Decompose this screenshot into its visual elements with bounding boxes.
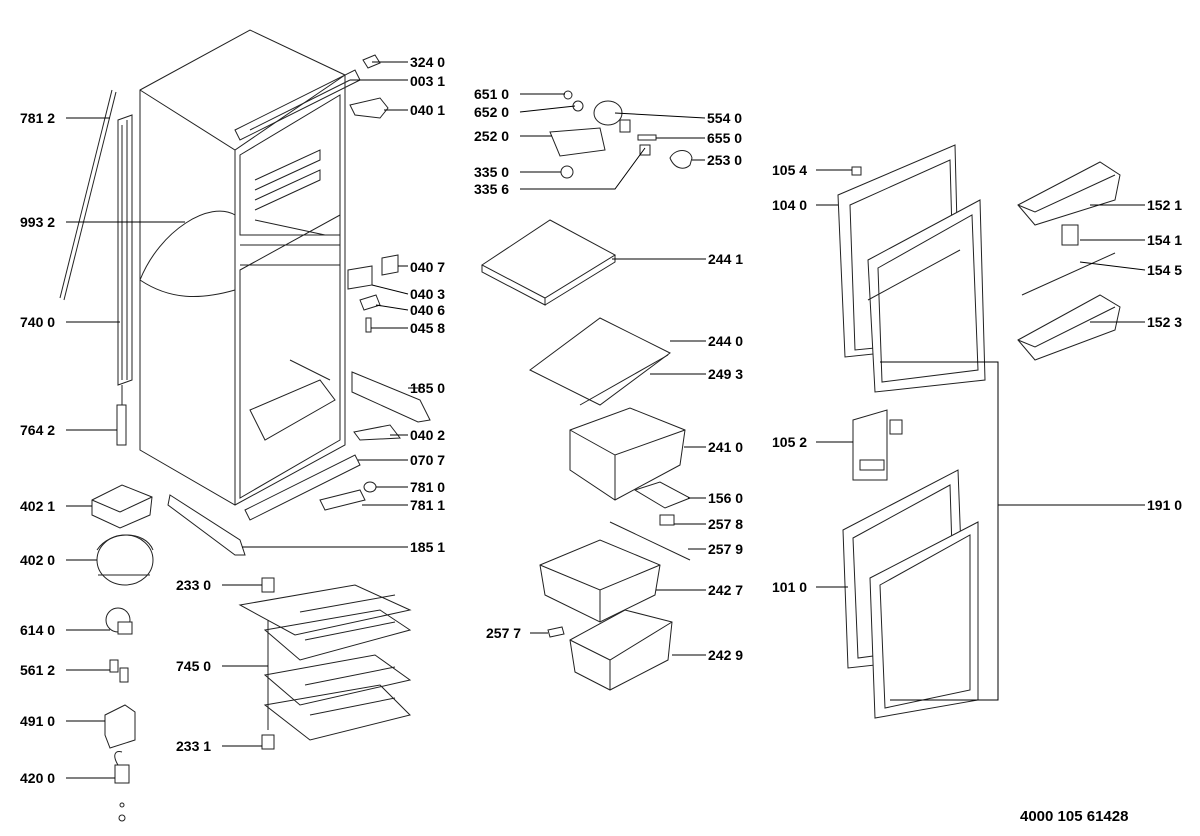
- callout-152-1: 152 1: [1147, 197, 1182, 213]
- cabinet-illustration: [139, 29, 361, 521]
- callout-040-7: 040 7: [410, 259, 445, 275]
- callout-233-0: 233 0: [176, 577, 211, 593]
- callout-040-2: 040 2: [410, 427, 445, 443]
- hinge-parts: [167, 54, 431, 556]
- callout-104-0: 104 0: [772, 197, 807, 213]
- doors: [837, 144, 1121, 719]
- compressor-group: [91, 484, 154, 822]
- callout-257-7: 257 7: [486, 625, 521, 641]
- callout-242-7: 242 7: [708, 582, 743, 598]
- callout-764-2: 764 2: [20, 422, 55, 438]
- callout-040-1: 040 1: [410, 102, 445, 118]
- callout-745-0: 745 0: [176, 658, 211, 674]
- callout-652-0: 652 0: [474, 104, 509, 120]
- leader-lines: [66, 61, 1146, 779]
- callout-244-0: 244 0: [708, 333, 743, 349]
- callout-257-8: 257 8: [708, 516, 743, 532]
- callout-105-4: 105 4: [772, 162, 807, 178]
- callout-740-0: 740 0: [20, 314, 55, 330]
- callout-040-3: 040 3: [410, 286, 445, 302]
- callout-233-1: 233 1: [176, 738, 211, 754]
- callout-185-0: 185 0: [410, 380, 445, 396]
- callout-655-0: 655 0: [707, 130, 742, 146]
- callout-335-0: 335 0: [474, 164, 509, 180]
- callout-335-6: 335 6: [474, 181, 509, 197]
- callout-249-3: 249 3: [708, 366, 743, 382]
- condenser-parts: [59, 89, 133, 446]
- callout-614-0: 614 0: [20, 622, 55, 638]
- callout-105-2: 105 2: [772, 434, 807, 450]
- callout-561-2: 561 2: [20, 662, 55, 678]
- callout-781-1: 781 1: [410, 497, 445, 513]
- shelves-and-drawers: [481, 219, 692, 691]
- callout-993-2: 993 2: [20, 214, 55, 230]
- callout-554-0: 554 0: [707, 110, 742, 126]
- callout-241-0: 241 0: [708, 439, 743, 455]
- callout-420-0: 420 0: [20, 770, 55, 786]
- diagram-code: 4000 105 61428: [1020, 808, 1128, 825]
- callout-156-0: 156 0: [708, 490, 743, 506]
- callout-070-7: 070 7: [410, 452, 445, 468]
- callout-402-1: 402 1: [20, 498, 55, 514]
- callout-152-3: 152 3: [1147, 314, 1182, 330]
- callout-781-0: 781 0: [410, 479, 445, 495]
- callout-101-0: 101 0: [772, 579, 807, 595]
- callout-040-6: 040 6: [410, 302, 445, 318]
- callout-185-1: 185 1: [410, 539, 445, 555]
- callout-154-5: 154 5: [1147, 262, 1182, 278]
- callout-242-9: 242 9: [708, 647, 743, 663]
- callout-154-1: 154 1: [1147, 232, 1182, 248]
- callout-651-0: 651 0: [474, 86, 509, 102]
- control-group: [549, 90, 693, 179]
- wire-shelves: [238, 577, 412, 750]
- callout-003-1: 003 1: [410, 73, 445, 89]
- callout-244-1: 244 1: [708, 251, 743, 267]
- callout-labels: 324 0 003 1 040 1 781 2 993 2 040 7 040 …: [20, 54, 1182, 786]
- callout-324-0: 324 0: [410, 54, 445, 70]
- callout-491-0: 491 0: [20, 713, 55, 729]
- callout-402-0: 402 0: [20, 552, 55, 568]
- callout-253-0: 253 0: [707, 152, 742, 168]
- callout-191-0: 191 0: [1147, 497, 1182, 513]
- callout-257-9: 257 9: [708, 541, 743, 557]
- callout-252-0: 252 0: [474, 128, 509, 144]
- callout-781-2: 781 2: [20, 110, 55, 126]
- callout-045-8: 045 8: [410, 320, 445, 336]
